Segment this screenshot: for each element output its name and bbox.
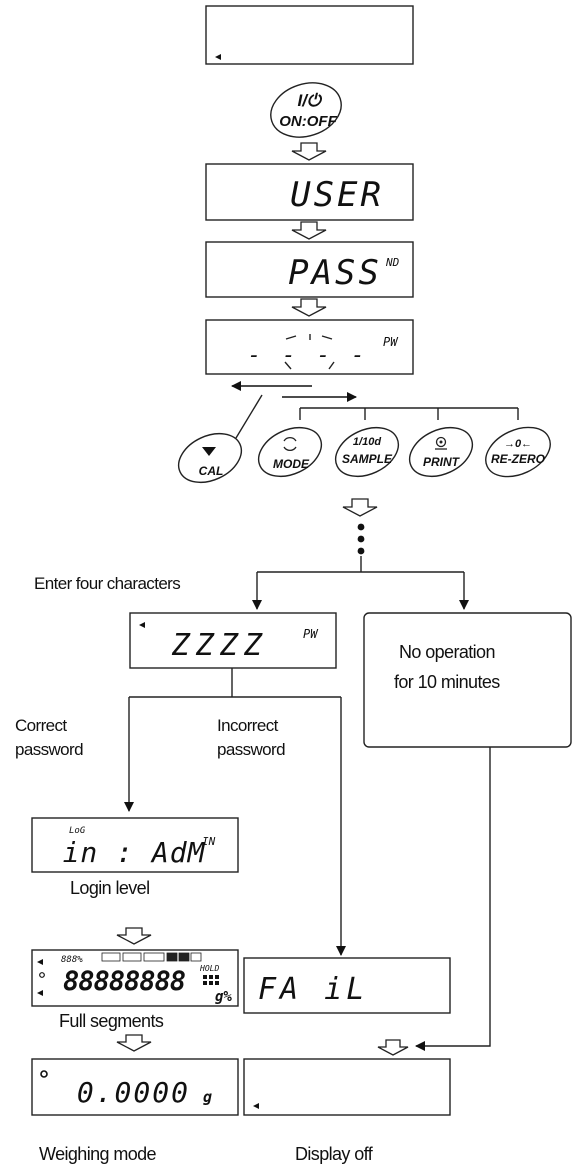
label-weighing-mode: Weighing mode <box>39 1144 157 1164</box>
on-off-button-label: ON:OFF <box>279 113 337 130</box>
display-pass <box>205 241 414 298</box>
rezero-button-top: →0← <box>504 438 532 450</box>
display-blank-top <box>205 5 414 65</box>
blink-rays <box>284 334 335 370</box>
label-incorrect-2: password <box>217 740 286 759</box>
timeout-arrow <box>415 747 491 1051</box>
label-correct-2: password <box>15 740 84 759</box>
weighing-stable-mark <box>40 1070 48 1078</box>
display-entered-chars <box>129 612 337 669</box>
display-login-tag: IN <box>202 835 216 848</box>
hollow-arrow-2 <box>291 221 327 240</box>
display-entry-text: ZZZZ <box>171 628 268 663</box>
stable-indicator <box>215 54 221 60</box>
display-pw-tag: PW <box>383 335 399 349</box>
no-operation-box <box>363 612 572 748</box>
hollow-arrow-7 <box>377 1039 409 1056</box>
label-display-off: Display off <box>295 1144 373 1164</box>
mode-button-label: MODE <box>273 457 310 471</box>
cal-button-label: CAL <box>199 464 224 478</box>
hollow-arrow-4 <box>342 498 378 517</box>
display-entry-pw-tag: PW <box>303 627 319 641</box>
display-user-text: USER <box>290 175 384 215</box>
display-dashes: - - - - <box>248 343 369 368</box>
display-weighing-unit: g <box>203 1088 212 1106</box>
print-icon <box>435 436 447 450</box>
display-login-text: in : AdM <box>63 836 206 869</box>
entry-indicator <box>139 622 145 628</box>
mode-button[interactable]: MODE <box>251 418 329 486</box>
display-user <box>205 163 414 221</box>
continuation-dots <box>357 523 365 555</box>
cycle-icon <box>283 437 297 451</box>
stable-mark <box>39 972 45 978</box>
display-weighing <box>31 1058 239 1116</box>
password-branch <box>129 668 341 698</box>
hollow-arrow-5 <box>116 927 152 945</box>
down-triangle-icon <box>202 447 216 456</box>
sample-button-top: 1/10d <box>353 436 381 448</box>
on-off-button-top: I/⏻ <box>298 91 323 110</box>
print-button[interactable]: PRINT <box>402 418 480 486</box>
label-correct-1: Correct <box>15 716 67 735</box>
display-weighing-text: 0.0000 <box>77 1076 190 1109</box>
label-full-segments: Full segments <box>59 1011 164 1031</box>
cal-button[interactable]: CAL <box>171 424 249 492</box>
display-full-hold: HOLD <box>199 964 219 973</box>
display-password-entry <box>205 319 414 375</box>
display-off <box>243 1058 451 1116</box>
hollow-arrow-3 <box>291 298 327 317</box>
display-pass-text: PASS <box>288 253 382 293</box>
label-incorrect-1: Incorrect <box>217 716 278 735</box>
display-full-unit: g% <box>215 989 232 1005</box>
display-fail <box>243 957 451 1014</box>
sample-button-label: SAMPLE <box>342 452 393 466</box>
label-no-operation-2: for 10 minutes <box>394 672 500 692</box>
full-indicator-top <box>37 959 43 965</box>
print-button-label: PRINT <box>423 455 461 469</box>
label-no-operation-1: No operation <box>399 642 495 662</box>
full-annunciators <box>101 952 202 962</box>
display-full-digits: 88888888 <box>63 966 185 997</box>
display-full-tiny: 888% <box>61 955 83 965</box>
rezero-button-label: RE-ZERO <box>491 452 546 466</box>
display-login <box>31 817 239 873</box>
branch-lines <box>257 556 464 573</box>
display-pass-tag: ND <box>385 256 400 269</box>
display-fail-text: FA iL <box>258 972 368 1007</box>
button-connectors <box>235 394 519 439</box>
rezero-button[interactable]: →0← RE-ZERO <box>478 418 558 487</box>
hollow-arrow-1 <box>291 142 327 161</box>
display-login-small: LoG <box>69 826 86 836</box>
label-login-level: Login level <box>70 878 150 898</box>
hollow-arrow-6 <box>116 1034 152 1052</box>
sample-button[interactable]: 1/10d SAMPLE <box>328 418 406 486</box>
on-off-button[interactable]: I/⏻ ON:OFF <box>264 74 349 146</box>
full-grid-icon <box>203 975 219 985</box>
full-indicator-bottom <box>37 990 43 996</box>
off-indicator <box>253 1103 259 1109</box>
label-enter-four: Enter four characters <box>34 574 181 593</box>
